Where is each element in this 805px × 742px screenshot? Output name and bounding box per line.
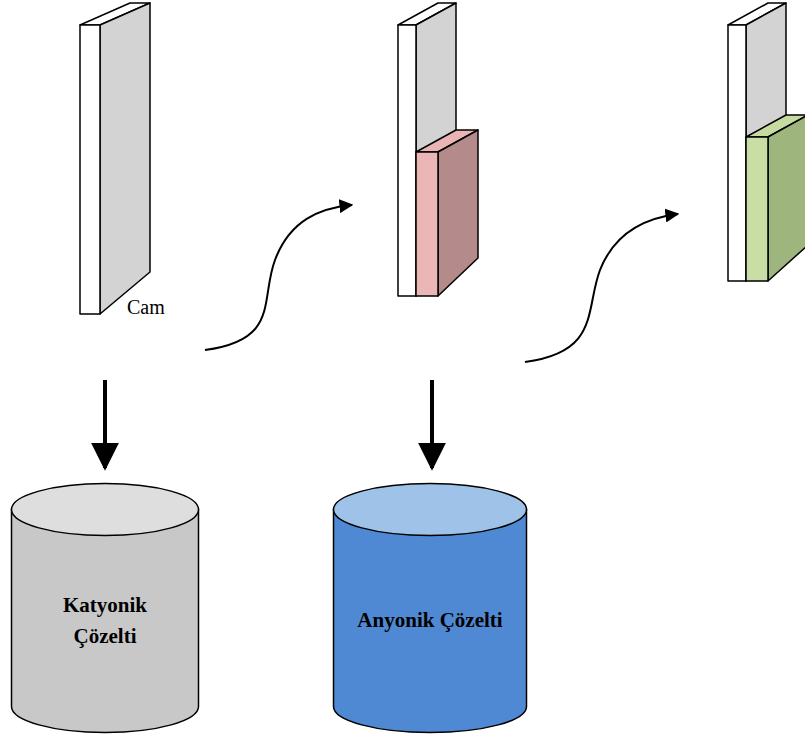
solution-name: Anyonik Çözelti <box>332 605 528 635</box>
cylinder-shape <box>332 482 528 734</box>
transfer-arrow <box>205 205 352 350</box>
glass-slide <box>80 3 150 314</box>
dip-arrow <box>430 380 434 468</box>
dip-arrow <box>103 380 107 468</box>
solution-name: Katyonik Çözelti <box>10 590 200 651</box>
transfer-arrow <box>525 214 678 362</box>
glass-slide-anionic-layer <box>728 3 805 281</box>
solution-cylinder: Anyonik Çözelti <box>332 482 528 734</box>
solution-cylinder: Katyonik Çözelti <box>10 482 200 734</box>
glass-slide-cationic-layer <box>398 3 478 296</box>
material-label: Cam <box>125 296 167 319</box>
